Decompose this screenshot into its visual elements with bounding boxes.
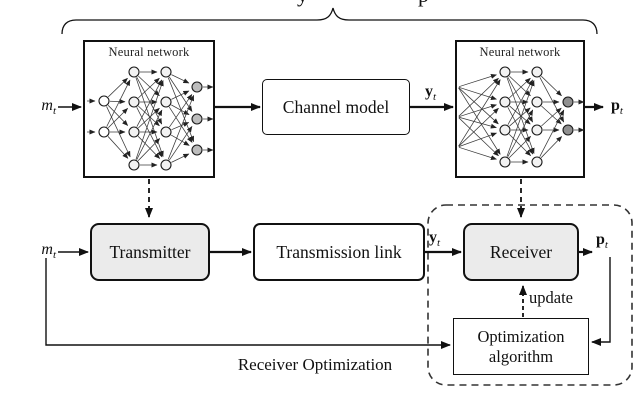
optimization-label-line1: Optimization bbox=[477, 326, 565, 346]
brace-label-fragment-1: y bbox=[297, 0, 308, 8]
mt-label-top: mt bbox=[41, 97, 56, 118]
mt-label-middle: mt bbox=[41, 241, 56, 262]
transmission-link-label: Transmission link bbox=[276, 241, 402, 262]
transmission-link-box: Transmission link bbox=[253, 223, 425, 281]
optimization-label-line2: algorithm bbox=[488, 346, 554, 366]
receiver-box: Receiver bbox=[463, 223, 579, 281]
pt-label-middle: pt bbox=[596, 231, 608, 252]
pt-label-top: pt bbox=[611, 97, 623, 118]
transmitter-box: Transmitter bbox=[90, 223, 210, 281]
update-label: update bbox=[529, 288, 573, 307]
neural-network-box-left: Neural network bbox=[83, 40, 215, 178]
receiver-optimization-label: Receiver Optimization bbox=[237, 355, 393, 374]
receiver-label: Receiver bbox=[489, 241, 553, 262]
channel-model-label: Channel model bbox=[282, 96, 390, 117]
optimization-algorithm-box: Optimization algorithm bbox=[453, 318, 589, 375]
nn-right-title: Neural network bbox=[479, 45, 561, 59]
transmitter-label: Transmitter bbox=[109, 241, 191, 262]
line-pt-to-optimization bbox=[591, 257, 611, 346]
yt-label-top: yt bbox=[425, 83, 437, 104]
nn-left-title: Neural network bbox=[108, 45, 190, 59]
brace-label-fragment-2: p bbox=[418, 0, 429, 8]
channel-model-box: Channel model bbox=[262, 79, 410, 135]
neural-network-box-right: Neural network bbox=[455, 40, 585, 178]
yt-label-middle: yt bbox=[429, 229, 441, 250]
top-brace bbox=[61, 7, 598, 35]
